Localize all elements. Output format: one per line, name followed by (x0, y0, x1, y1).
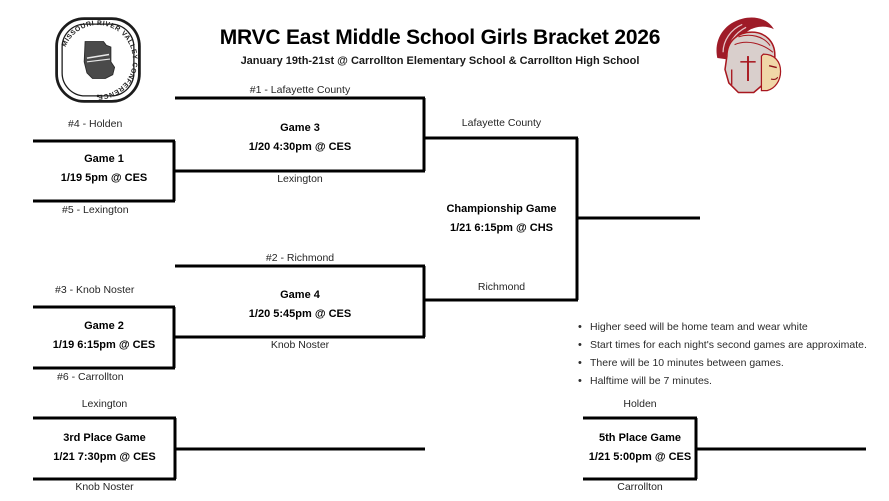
championship-box: Championship Game 1/21 6:15pm @ CHS (420, 200, 583, 238)
tournament-notes: • Higher seed will be home team and wear… (578, 318, 878, 390)
game-3-box: Game 3 1/20 4:30pm @ CES (175, 119, 425, 157)
game-4-top-seed: #2 - Richmond (265, 252, 335, 264)
third-place-top-seed-wrap: Lexington (33, 398, 176, 410)
third-place-bottom-seed-wrap: Knob Noster (33, 481, 176, 493)
game-1-bottom-seed: #5 - Lexington (62, 204, 129, 216)
third-place-name: 3rd Place Game (63, 432, 146, 444)
game-4-box: Game 4 1/20 5:45pm @ CES (175, 286, 425, 324)
game-1-info: 1/19 5pm @ CES (60, 172, 148, 184)
third-place-bottom-seed: Knob Noster (75, 481, 134, 493)
game-3-info: 1/20 4:30pm @ CES (248, 141, 352, 153)
bullet-icon: • (578, 357, 582, 369)
championship-bottom-seed: Richmond (477, 281, 526, 293)
game-2-bracket (33, 305, 178, 370)
note-item: • There will be 10 minutes between games… (578, 354, 878, 372)
third-place-bracket (33, 416, 425, 481)
page-title: MRVC East Middle School Girls Bracket 20… (219, 26, 661, 49)
fifth-place-name: 5th Place Game (599, 432, 681, 444)
game-1-bracket (33, 139, 178, 203)
fifth-place-top-seed-wrap: Holden (583, 398, 697, 410)
trojan-mascot-logo (716, 17, 782, 94)
championship-top-seed: Lafayette County (461, 117, 542, 129)
championship-info: 1/21 6:15pm @ CHS (449, 222, 554, 234)
game-4-bracket (175, 264, 426, 339)
game-2-top-seed: #3 - Knob Noster (55, 284, 135, 296)
game-3-bottom-seed-wrap: Lexington (175, 173, 425, 185)
game-3-bracket (175, 96, 426, 173)
game-3-bottom-seed: Lexington (277, 173, 323, 185)
game-3-name: Game 3 (280, 122, 320, 134)
game-2-name: Game 2 (84, 320, 124, 332)
note-text: Start times for each night's second game… (590, 339, 867, 351)
third-place-info: 1/21 7:30pm @ CES (53, 451, 156, 463)
note-text: There will be 10 minutes between games. (590, 357, 784, 369)
page-subtitle: January 19th-21st @ Carrollton Elementar… (240, 55, 640, 67)
fifth-place-bracket (583, 416, 866, 481)
seal-dot (96, 94, 100, 98)
bullet-icon: • (578, 321, 582, 333)
championship-bottom-seed-wrap: Richmond (425, 281, 578, 293)
note-item: • Higher seed will be home team and wear… (578, 318, 878, 336)
game-2-bottom-seed: #6 - Carrollton (57, 371, 124, 383)
fifth-place-info: 1/21 5:00pm @ CES (588, 451, 692, 463)
game-3-top-seed-wrap: #1 - Lafayette County (175, 84, 425, 96)
game-4-bottom-seed-wrap: Knob Noster (175, 339, 425, 351)
note-item: • Halftime will be 7 minutes. (578, 372, 878, 390)
fifth-place-bottom-seed: Carrollton (617, 481, 663, 493)
trojan-face (760, 53, 782, 92)
game-4-top-seed-wrap: #2 - Richmond (175, 252, 425, 264)
fifth-place-box: 5th Place Game 1/21 5:00pm @ CES (578, 429, 702, 467)
game-1-name: Game 1 (84, 153, 124, 165)
bullet-icon: • (578, 339, 582, 351)
game-2-info: 1/19 6:15pm @ CES (52, 339, 156, 351)
fifth-place-bottom-seed-wrap: Carrollton (583, 481, 697, 493)
bullet-icon: • (578, 375, 582, 387)
championship-bracket (425, 136, 700, 302)
game-2-box: Game 2 1/19 6:15pm @ CES (33, 317, 175, 355)
game-1-box: Game 1 1/19 5pm @ CES (33, 150, 175, 188)
note-text: Higher seed will be home team and wear w… (590, 321, 808, 333)
fifth-place-top-seed: Holden (623, 398, 657, 410)
championship-name: Championship Game (446, 203, 557, 215)
game-4-bottom-seed: Knob Noster (270, 339, 330, 351)
mrvc-conference-logo: MISSOURI RIVER VALLEY CONFERENCE (55, 17, 141, 103)
third-place-top-seed: Lexington (81, 398, 128, 410)
game-3-top-seed: #1 - Lafayette County (249, 84, 351, 96)
game-1-top-seed: #4 - Holden (68, 118, 123, 130)
note-text: Halftime will be 7 minutes. (590, 375, 712, 387)
missouri-state-shape (83, 41, 116, 79)
game-4-name: Game 4 (280, 289, 320, 301)
championship-top-seed-wrap: Lafayette County (425, 117, 578, 129)
third-place-box: 3rd Place Game 1/21 7:30pm @ CES (33, 429, 176, 467)
note-item: • Start times for each night's second ga… (578, 336, 878, 354)
game-4-info: 1/20 5:45pm @ CES (248, 308, 352, 320)
